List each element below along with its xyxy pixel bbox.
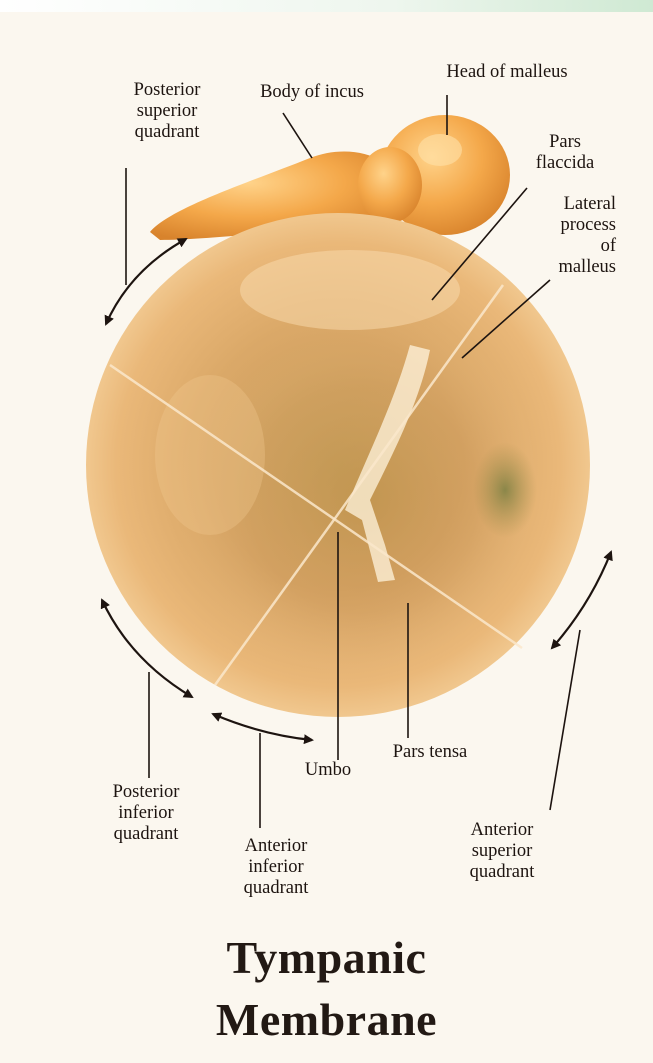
arrow-anterior-inferior <box>213 714 312 740</box>
title-line-1: Tympanic <box>0 932 653 984</box>
label-head-of-malleus: Head of malleus <box>412 62 602 83</box>
label-pars-flaccida: Pars flaccida <box>520 132 610 174</box>
label-pars-tensa: Pars tensa <box>370 742 490 763</box>
label-posterior-superior-quadrant: Posterior superior quadrant <box>104 80 230 143</box>
label-anterior-superior-quadrant: Anterior superior quadrant <box>442 820 562 883</box>
leader-anterior-superior <box>550 630 580 810</box>
label-posterior-inferior-quadrant: Posterior inferior quadrant <box>86 782 206 845</box>
leader-body-of-incus <box>283 113 312 158</box>
title-line-2: Membrane <box>0 994 653 1046</box>
label-body-of-incus: Body of incus <box>232 82 392 103</box>
label-umbo: Umbo <box>288 760 368 781</box>
label-lateral-process-of-malleus: Lateral process of malleus <box>520 194 616 278</box>
label-anterior-inferior-quadrant: Anterior inferior quadrant <box>216 836 336 899</box>
